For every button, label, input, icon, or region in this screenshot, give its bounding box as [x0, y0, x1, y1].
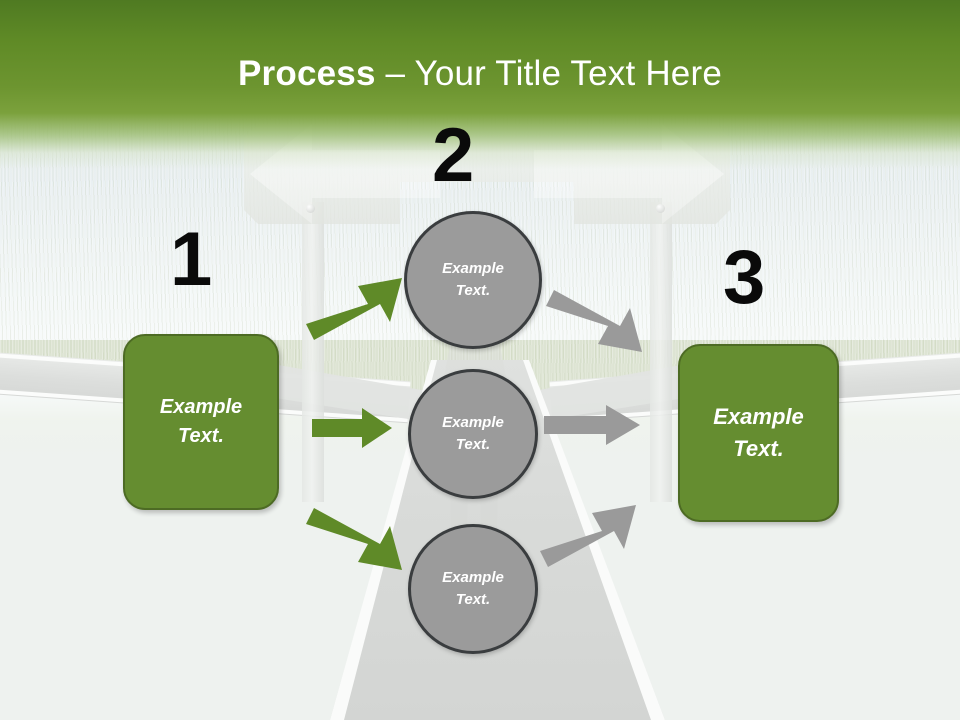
process-circle-bottom[interactable]: Example Text. [408, 524, 538, 654]
process-circle-top-line1: Example [442, 260, 504, 278]
step-number-3: 3 [723, 235, 766, 320]
gray-up-right-arrow-icon [540, 505, 640, 567]
output-box-right-text: Example Text. [713, 401, 804, 465]
input-box-left-line2: Text. [178, 425, 224, 447]
step-number-1: 1 [170, 217, 213, 302]
process-circle-middle[interactable]: Example Text. [408, 369, 538, 499]
input-box-left-line1: Example [159, 396, 243, 418]
sign-post-right [650, 202, 672, 502]
page-title: Process – Your Title Text Here [0, 52, 960, 96]
process-circle-bottom-line2: Text. [455, 591, 491, 608]
process-circle-middle-line2: Text. [455, 436, 491, 453]
process-circle-top[interactable]: Example Text. [404, 211, 542, 349]
input-box-left-text: Example Text. [160, 393, 242, 451]
sign-post-left [302, 202, 324, 502]
gray-right-arrow-icon [544, 405, 640, 445]
crossroads-sign [244, 124, 730, 502]
process-circle-top-line2: Text. [455, 282, 491, 299]
process-circle-middle-line1: Example [442, 414, 504, 432]
output-box-right[interactable]: Example Text. [678, 344, 839, 522]
green-right-arrow-icon [312, 408, 392, 448]
process-circle-top-text: Example Text. [442, 258, 504, 302]
output-box-right-line1: Example [713, 404, 804, 430]
process-circle-middle-text: Example Text. [442, 412, 504, 456]
process-circle-bottom-text: Example Text. [442, 567, 504, 611]
sign-rivet-left [306, 204, 315, 213]
gray-down-right-arrow-icon [546, 290, 646, 352]
step-number-2: 2 [432, 113, 475, 198]
process-circle-bottom-line1: Example [442, 569, 504, 587]
sign-rivet-right [656, 204, 665, 213]
green-up-right-arrow-icon [306, 278, 406, 340]
page-title-strong: Process [238, 54, 376, 93]
input-box-left[interactable]: Example Text. [123, 334, 279, 510]
page-title-light: – Your Title Text Here [375, 54, 722, 93]
output-box-right-line2: Text. [733, 436, 784, 461]
green-down-right-arrow-icon [306, 508, 406, 570]
